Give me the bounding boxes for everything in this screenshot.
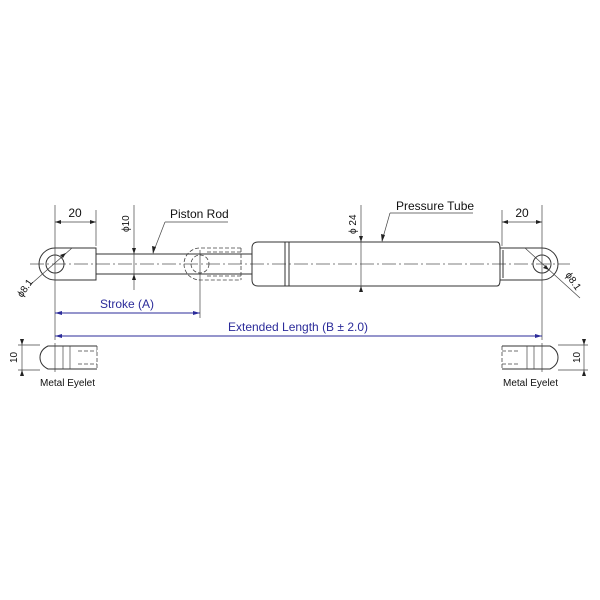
dim-stroke: Stroke (A): [55, 297, 200, 315]
svg-text:10: 10: [572, 351, 583, 363]
dim-extended-length: Extended Length (B ± 2.0): [55, 320, 542, 338]
dim-tube-diameter: ϕ 24: [348, 205, 363, 292]
svg-text:ϕ8.1: ϕ8.1: [15, 277, 35, 300]
dim-right-eyelet-length: 20: [502, 206, 542, 224]
dim-hole-right: ϕ8.1: [524, 247, 583, 299]
metal-eyelet-side-view-right: 10 Metal Eyelet: [501, 339, 588, 389]
piston-rod: [96, 253, 252, 275]
svg-text:10: 10: [9, 351, 20, 363]
svg-text:Metal Eyelet: Metal Eyelet: [503, 378, 558, 389]
leader-piston-rod: Piston Rod: [152, 207, 229, 254]
metal-eyelet-side-view-left: 10 Metal Eyelet: [9, 339, 98, 389]
right-eyelet: [499, 205, 559, 340]
svg-text:ϕ10: ϕ10: [121, 215, 132, 232]
dim-left-eyelet-length: 20: [55, 206, 97, 246]
pressure-tube: [251, 241, 501, 287]
svg-text:ϕ 24: ϕ 24: [348, 214, 359, 234]
collapsed-eyelet-ghost: [183, 247, 242, 318]
leader-pressure-tube: Pressure Tube: [381, 199, 474, 242]
svg-text:Metal Eyelet: Metal Eyelet: [40, 378, 95, 389]
svg-text:Pressure Tube: Pressure Tube: [396, 199, 474, 213]
svg-text:20: 20: [68, 206, 82, 220]
svg-text:20: 20: [515, 206, 529, 220]
dim-rod-diameter: ϕ10: [121, 205, 136, 290]
svg-text:Piston Rod: Piston Rod: [170, 207, 229, 221]
svg-text:Extended Length (B ± 2.0): Extended Length (B ± 2.0): [228, 320, 368, 334]
svg-text:Stroke (A): Stroke (A): [100, 297, 154, 311]
svg-text:ϕ8.1: ϕ8.1: [563, 270, 583, 293]
left-eyelet: [38, 205, 97, 340]
dim-hole-left: ϕ8.1: [15, 247, 73, 300]
